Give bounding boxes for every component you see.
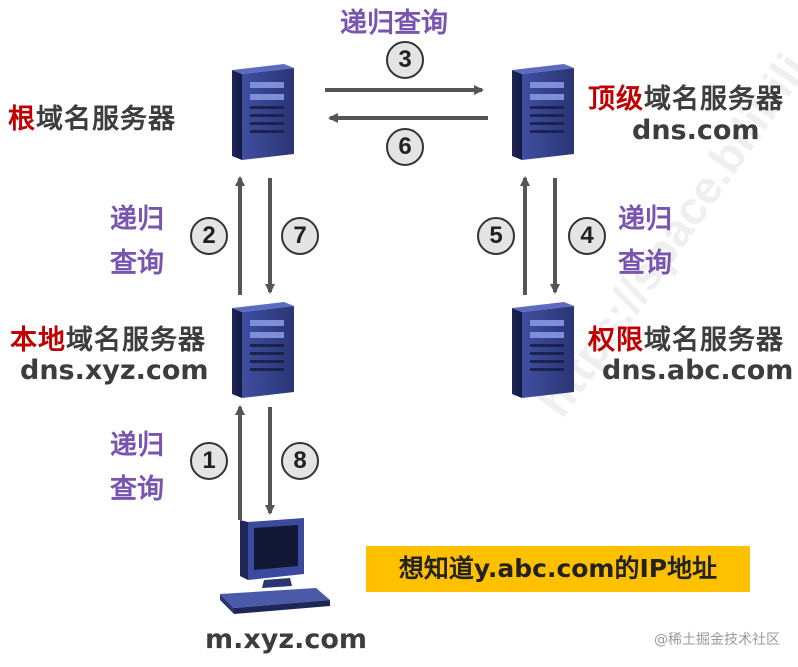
root-server-label-text: 域名服务器 bbox=[36, 104, 176, 135]
server-root-icon bbox=[232, 64, 294, 160]
step-3-badge: 3 bbox=[386, 41, 424, 79]
tld-server-label-text: 域名服务器 bbox=[644, 84, 784, 115]
client-address: m.xyz.com bbox=[205, 624, 368, 655]
step-8-badge: 8 bbox=[281, 442, 319, 480]
step-2-badge: 2 bbox=[190, 217, 228, 255]
server-auth-icon bbox=[512, 302, 574, 398]
local-server-label-text: 域名服务器 bbox=[66, 325, 206, 356]
step-5-badge: 5 bbox=[477, 217, 515, 255]
root-server-highlight: 根 bbox=[8, 104, 36, 135]
query-label-right: 递归 查询 bbox=[618, 198, 672, 286]
server-tld-icon bbox=[512, 64, 574, 160]
step-1-badge: 1 bbox=[190, 442, 228, 480]
question-box: 想知道y.abc.com的IP地址 bbox=[366, 546, 750, 592]
query-label-line1: 递归 bbox=[110, 204, 164, 235]
step-6-badge: 6 bbox=[386, 128, 424, 166]
source-credit: @稀土掘金技术社区 bbox=[654, 632, 780, 648]
local-server-highlight: 本地 bbox=[10, 325, 66, 356]
query-label-line2: 查询 bbox=[110, 474, 164, 505]
query-label-left-upper: 递归 查询 bbox=[110, 198, 164, 286]
tld-server-label: 顶级域名服务器 bbox=[588, 77, 784, 116]
query-label-line2: 查询 bbox=[618, 248, 672, 279]
query-label-top: 递归查询 bbox=[340, 8, 448, 39]
query-label-line1: 递归 bbox=[110, 430, 164, 461]
server-local-icon bbox=[232, 302, 294, 398]
tld-server-highlight: 顶级 bbox=[588, 84, 644, 115]
step-4-badge: 4 bbox=[568, 217, 606, 255]
client-computer-icon bbox=[220, 518, 330, 614]
auth-server-label-text: 域名服务器 bbox=[644, 325, 784, 356]
auth-server-address: dns.abc.com bbox=[602, 355, 794, 386]
auth-server-highlight: 权限 bbox=[588, 325, 644, 356]
root-server-label: 根域名服务器 bbox=[8, 97, 176, 136]
query-label-line2: 查询 bbox=[110, 248, 164, 279]
tld-server-address: dns.com bbox=[632, 115, 760, 146]
step-7-badge: 7 bbox=[281, 217, 319, 255]
query-label-left-lower: 递归 查询 bbox=[110, 424, 164, 512]
local-server-address: dns.xyz.com bbox=[20, 355, 209, 386]
query-label-line1: 递归 bbox=[618, 204, 672, 235]
auth-server-label: 权限域名服务器 bbox=[588, 318, 784, 357]
local-server-label: 本地域名服务器 bbox=[10, 318, 206, 357]
